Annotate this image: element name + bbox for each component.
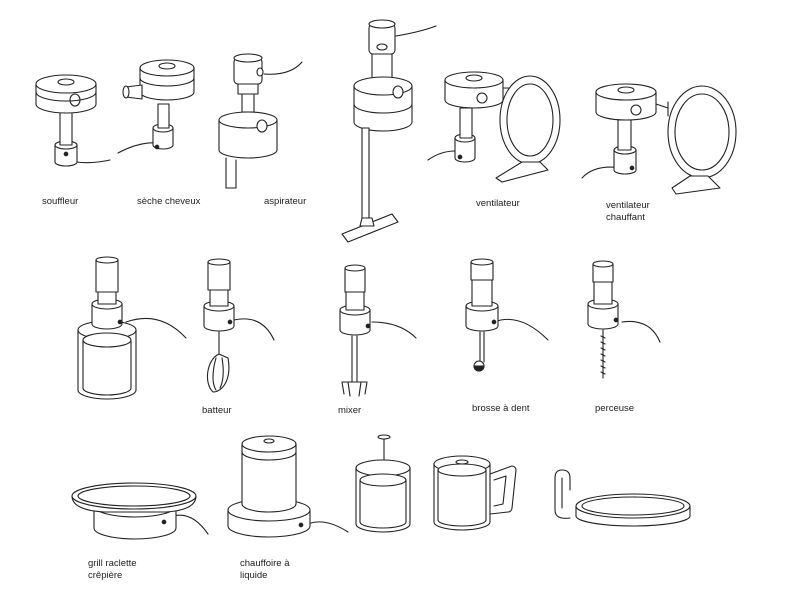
- label-ventilateur: ventilateur: [476, 198, 520, 209]
- perceuse-illustration: [588, 261, 660, 378]
- grill-raclette-illustration: [72, 483, 208, 539]
- mixer-illustration: [340, 265, 416, 396]
- brosse-a-dent-illustration: [466, 259, 548, 371]
- label-mixer: mixer: [338, 405, 362, 416]
- aspirateur-balai-illustration: [342, 20, 436, 242]
- label-souffleur: souffleur: [42, 196, 79, 207]
- cafetiere-illustration: [356, 435, 410, 532]
- label-aspirateur: aspirateur: [264, 196, 307, 207]
- label-grill-2: crêpière: [88, 570, 123, 581]
- label-brosse-a-dent: brosse à dent: [472, 403, 530, 414]
- seche-cheveux-illustration: [118, 60, 194, 153]
- label-ventilateur-chauffant-2: chauffant: [606, 212, 645, 223]
- label-chauffoire-1: chauffoire à: [240, 558, 290, 569]
- aspirateur-illustration: [219, 54, 302, 188]
- souffleur-illustration: [36, 75, 110, 166]
- ventilateur-illustration: [428, 72, 560, 182]
- label-grill-1: grill raclette: [88, 558, 137, 569]
- blender-bol-illustration: [78, 257, 186, 399]
- label-batteur: batteur: [202, 405, 232, 416]
- ventilateur-chauffant-illustration: [582, 84, 736, 194]
- label-perceuse: perceuse: [595, 403, 635, 414]
- label-chauffoire-2: liquide: [240, 570, 268, 581]
- pichet-illustration: [434, 456, 516, 530]
- label-ventilateur-chauffant-1: ventilateur: [606, 200, 650, 211]
- label-seche-cheveux: sèche cheveux: [137, 196, 201, 207]
- batteur-illustration: [204, 259, 274, 392]
- plaque-illustration: [555, 470, 690, 526]
- chauffoire-liquide-illustration: [228, 436, 348, 537]
